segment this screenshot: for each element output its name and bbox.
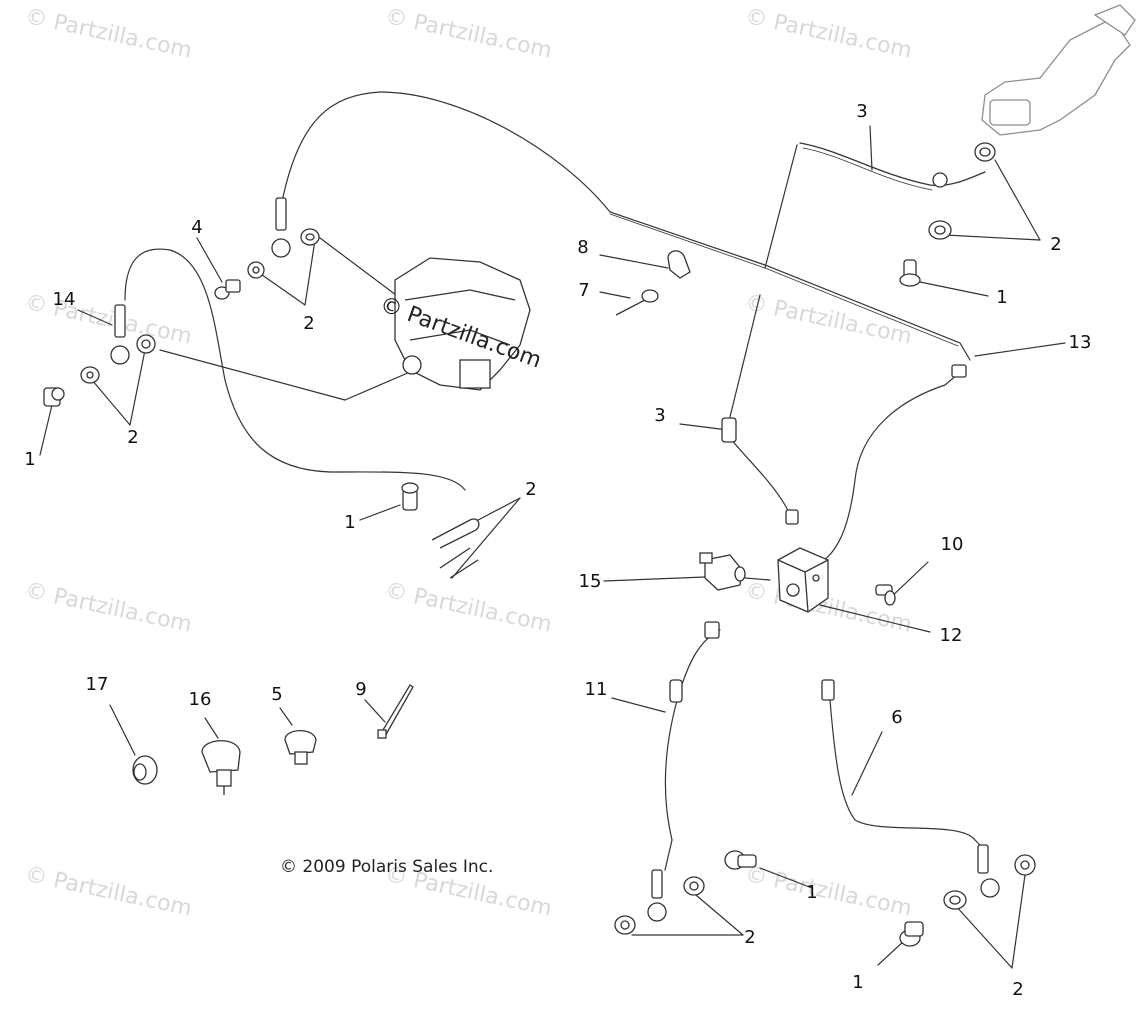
banjo-fitting-icon [271,197,291,258]
brake-line-left [124,248,466,491]
clip-icon [201,740,241,795]
leader-line [869,125,873,171]
callout-2: 2 [1050,234,1062,255]
callout-2: 2 [744,927,756,948]
callout-17: 17 [85,674,109,695]
callout-7: 7 [578,280,590,301]
bolt-icon [875,584,896,606]
callout-2: 2 [127,427,139,448]
brake-line-3-upper [799,142,986,187]
banjo-fitting-icon [932,172,948,188]
bolt-icon [899,921,924,947]
brake-line-6 [829,699,986,851]
bolt-icon [724,850,757,870]
callout-2: 2 [525,479,537,500]
bleeder-valve-icon [214,279,241,300]
brake-caliper-icon [394,257,531,391]
banjo-fitting-icon [647,869,667,922]
callout-16: 16 [188,689,212,710]
callout-9: 9 [355,679,367,700]
callout-14: 14 [52,289,76,310]
bolt-icon [43,387,65,407]
callout-8: 8 [577,237,589,258]
banjo-fitting-icon [110,304,130,365]
bolt-icon [899,259,921,287]
callout-10: 10 [940,534,964,555]
callout-4: 4 [191,217,203,238]
callout-3: 3 [654,405,666,426]
fitting-icon [951,364,967,378]
clip-icon [284,729,317,765]
callout-2: 2 [303,313,315,334]
master-cylinder-icon [981,4,1136,136]
callout-6: 6 [891,707,903,728]
brake-line-11 [664,629,721,871]
brake-line-upper [282,91,971,361]
bolt-icon [401,482,419,511]
callout-15: 15 [578,571,602,592]
callout-13: 13 [1068,332,1092,353]
callout-1: 1 [806,882,818,903]
callout-2: 2 [1012,979,1024,1000]
banjo-fitting-icon [977,844,1000,898]
callout-5: 5 [271,684,283,705]
rivet-icon [615,289,659,316]
callout-11: 11 [584,679,608,700]
sleeve-icon [721,417,737,443]
distribution-block-icon [777,547,829,613]
grommet-icon [132,755,158,785]
brake-line-3-lower [729,437,793,519]
callout-1: 1 [24,449,36,470]
copyright-notice: © 2009 Polaris Sales Inc. [280,857,494,877]
callout-1: 1 [852,972,864,993]
callout-1: 1 [344,512,356,533]
callout-12: 12 [939,625,963,646]
callout-1: 1 [996,287,1008,308]
brake-line-13 [807,373,959,569]
cable-tie-icon [377,684,414,739]
pressure-switch-icon [699,552,746,591]
callout-3: 3 [856,101,868,122]
clamp-icon [667,250,691,279]
